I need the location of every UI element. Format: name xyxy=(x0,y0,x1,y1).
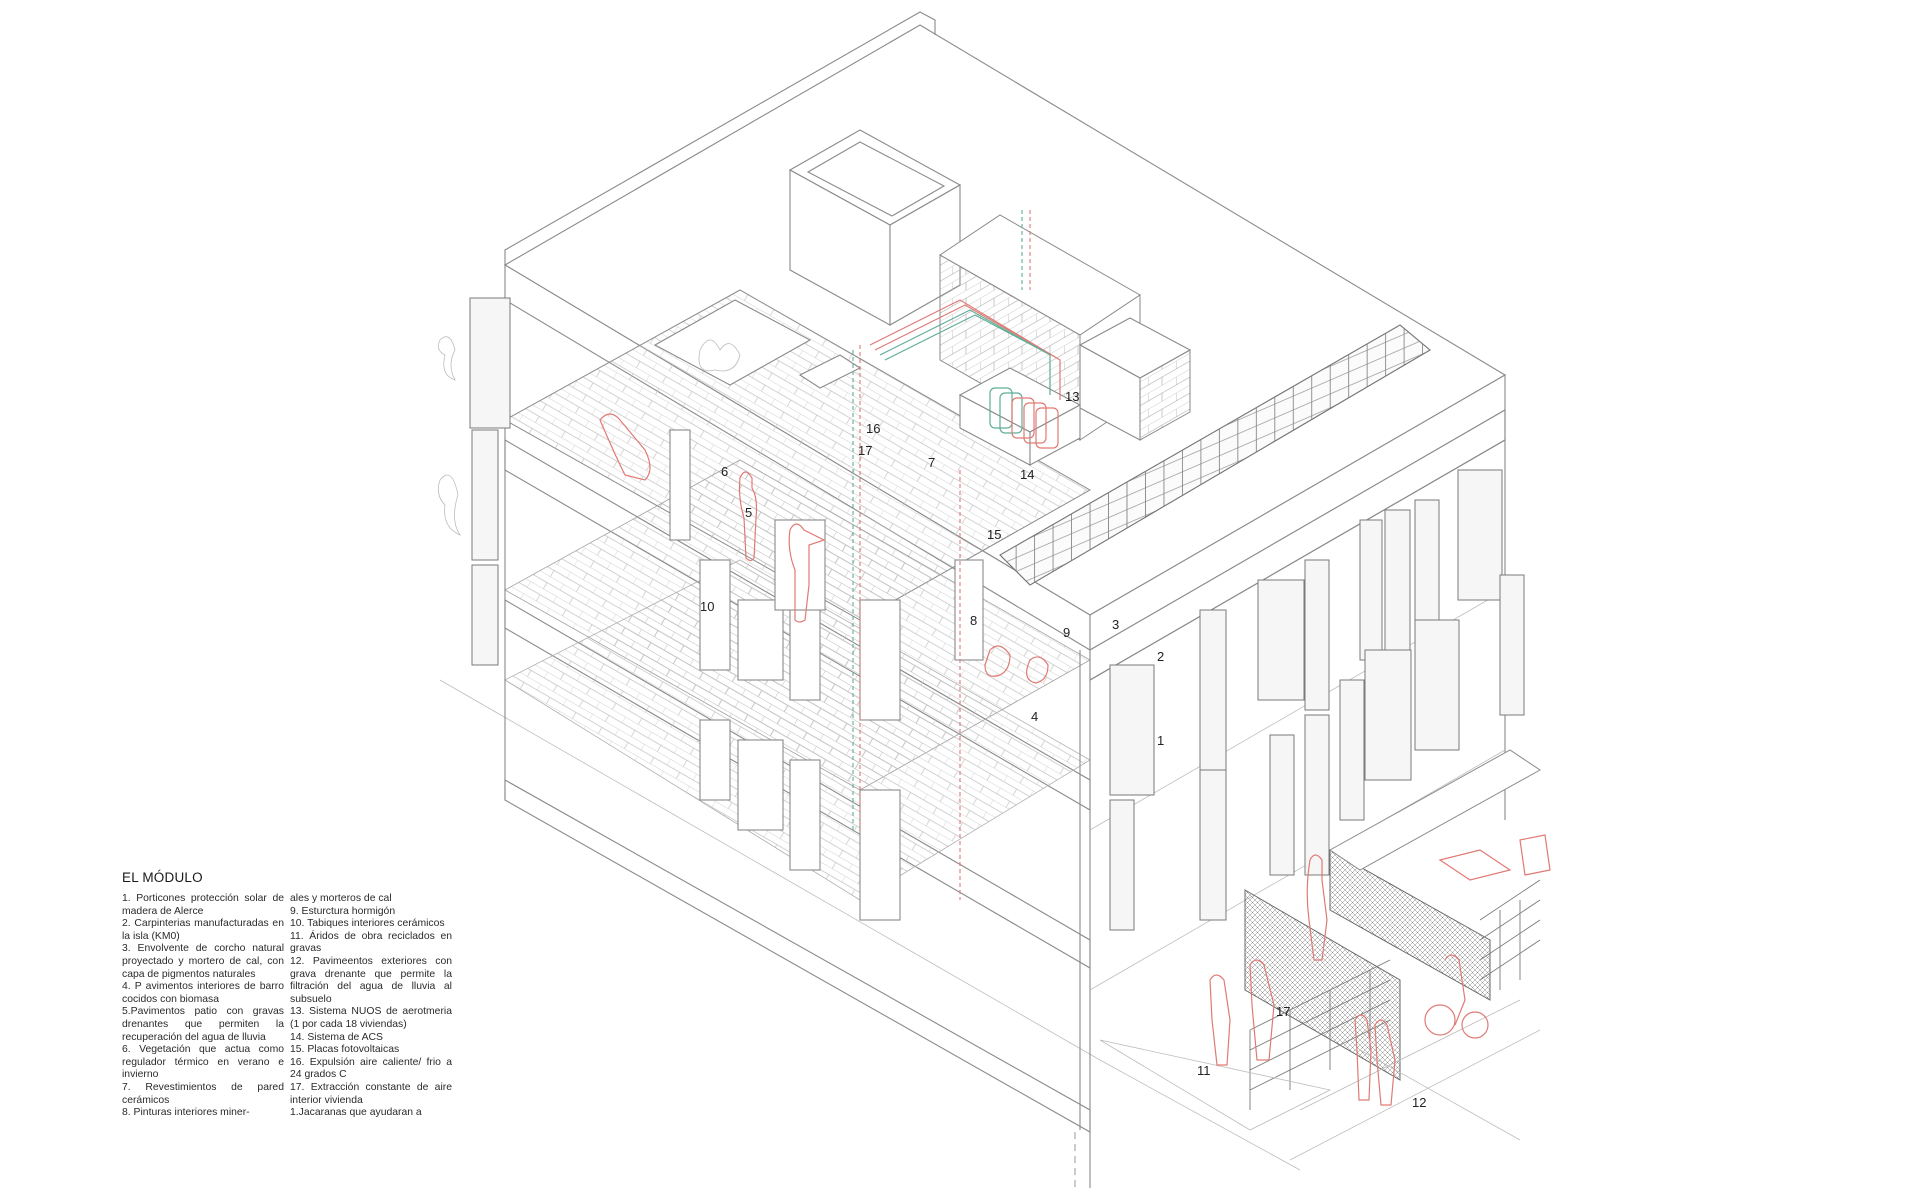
legend-item: 16. Expulsión aire caliente/ frio a 24 g… xyxy=(290,1056,452,1081)
children-icon xyxy=(1354,1014,1396,1106)
callout-14: 14 xyxy=(1020,467,1035,482)
callout-3: 3 xyxy=(1112,617,1120,632)
people-sitting-floor-icon xyxy=(984,645,1049,684)
callout-5: 5 xyxy=(745,505,753,520)
callout-12: 12 xyxy=(1412,1095,1427,1110)
legend-item: 17. Extracción constante de aire interio… xyxy=(290,1081,452,1106)
interior-partitions xyxy=(669,429,984,921)
callout-4: 4 xyxy=(1031,709,1039,724)
legend-item: 8. Pinturas interiores miner- xyxy=(122,1107,250,1119)
legend-item: 11. Áridos de obra reciclados en gravas xyxy=(290,930,452,955)
callout-17-courtyard: 17 xyxy=(1276,1004,1291,1019)
callout-17-upper: 17 xyxy=(858,443,873,458)
ground-line xyxy=(439,679,1301,1171)
right-facade xyxy=(1089,409,1525,991)
legend: EL MÓDULO 1. Porticones protección solar… xyxy=(122,870,452,1120)
left-facade xyxy=(437,297,511,666)
person-bicycle-icon xyxy=(1424,954,1489,1039)
fence-left xyxy=(1249,959,1391,1110)
legend-item: 4. P avimentos interiores de barro cocid… xyxy=(122,981,284,1005)
callout-9: 9 xyxy=(1063,625,1071,640)
callout-15: 15 xyxy=(987,527,1002,542)
legend-item: 5.Pavimentos patio con gravas drenantes … xyxy=(122,1006,284,1043)
legend-item: ales y morteros de cal xyxy=(290,893,392,904)
pipes xyxy=(852,210,1061,900)
callout-2: 2 xyxy=(1157,649,1165,664)
legend-item: 3. Envolvente de corcho natural proyecta… xyxy=(122,943,284,980)
callout-11: 11 xyxy=(1197,1063,1211,1078)
legend-column-right: ales y morteros de cal 9. Esturctura hor… xyxy=(290,893,452,1120)
callout-16: 16 xyxy=(866,421,881,436)
rooftop-volumes xyxy=(653,129,1192,466)
legend-item: 12. Pavimeentos exteriores con grava dre… xyxy=(290,955,452,1005)
legend-column-left: 1. Porticones protección solar de madera… xyxy=(122,893,284,1120)
shutters xyxy=(1109,469,1525,931)
legend-item: 7. Revestimientos de pared cerámicos xyxy=(122,1081,284,1106)
callout-1: 1 xyxy=(1157,733,1165,748)
legend-item: 6. Vegetación que actua como regulador t… xyxy=(122,1044,284,1081)
callout-6: 6 xyxy=(721,464,729,479)
person-kitchen-icon xyxy=(788,523,826,623)
family-icon xyxy=(1209,959,1275,1066)
callout-7: 7 xyxy=(928,455,936,470)
callout-8: 8 xyxy=(970,613,978,628)
person-standing-icon xyxy=(738,471,758,562)
people-terrace-icon xyxy=(1438,834,1551,881)
person-courtyard-icon xyxy=(1306,854,1328,961)
legend-item: 14. Sistema de ACS xyxy=(290,1031,383,1043)
coil-loops xyxy=(989,387,1059,449)
courtyard xyxy=(1099,749,1541,1161)
callout-13: 13 xyxy=(1065,389,1080,404)
legend-title: EL MÓDULO xyxy=(122,870,203,885)
legend-item: 10. Tabiques interiores cerámicos xyxy=(290,918,445,930)
legend-item: 15. Placas fotovoltaicas xyxy=(290,1044,400,1056)
legend-item: 9. Esturctura hormigón xyxy=(290,905,396,917)
people-figures xyxy=(599,413,1551,1106)
legend-item: 2. Carpinterias manufacturadas en la isl… xyxy=(122,918,284,942)
fence-right xyxy=(1479,879,1541,990)
legend-item: 1.Jacaranas que ayudaran a xyxy=(290,1107,422,1119)
person-reclining-icon xyxy=(599,413,651,481)
photovoltaic-panels xyxy=(999,324,1431,586)
legend-item: 1. Porticones protección solar de madera… xyxy=(122,893,284,917)
callout-10: 10 xyxy=(700,599,715,614)
legend-item: 13. Sistema NUOS de aerotmeria (1 por ca… xyxy=(290,1006,452,1030)
